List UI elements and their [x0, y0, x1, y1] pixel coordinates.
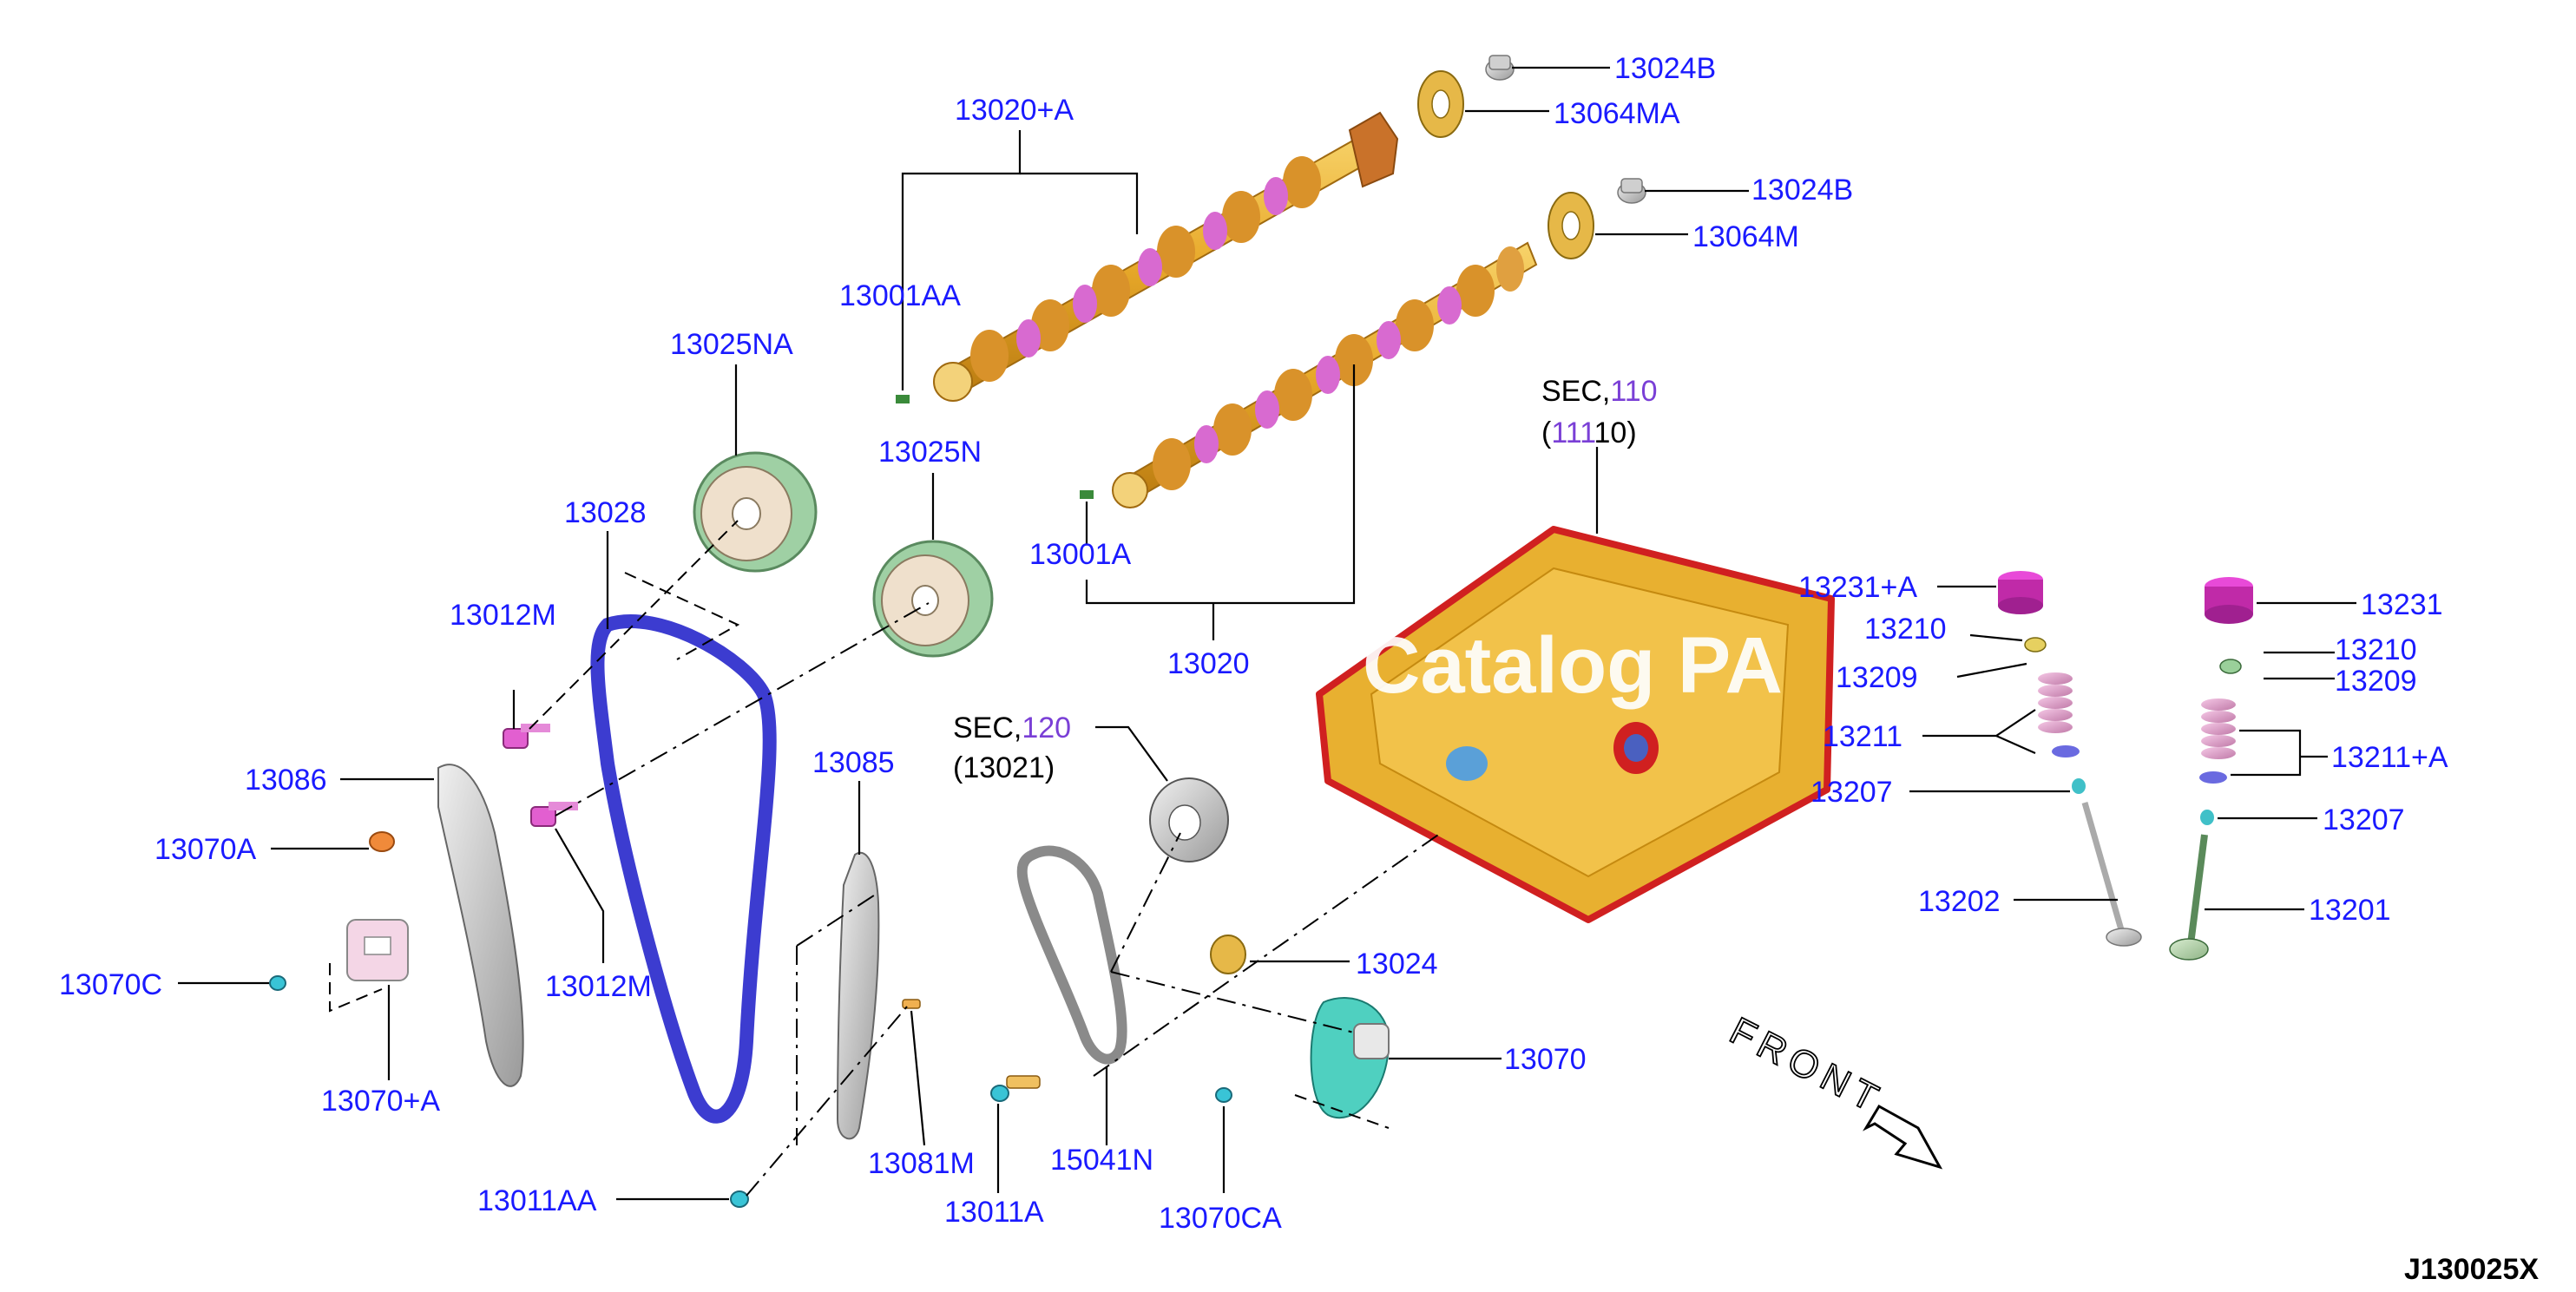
- label-13025na: 13025NA: [670, 328, 793, 361]
- pin-13001a-shape: [1080, 490, 1094, 499]
- label-13209-b: 13209: [2335, 665, 2417, 698]
- label-13086: 13086: [245, 764, 327, 797]
- sec120-sub: (13021): [953, 751, 1055, 784]
- bolt-13011a-shank-shape: [1006, 1075, 1041, 1089]
- sec120-number: 120: [1022, 712, 1071, 744]
- label-13001a: 13001A: [1029, 538, 1132, 571]
- leader-lines: [178, 66, 2356, 1201]
- crank-sprocket-13021-shape: [1149, 777, 1229, 862]
- plate-13064ma-shape: [1417, 70, 1464, 138]
- label-13207-b: 13207: [2323, 803, 2405, 836]
- svg-text:SEC,110: SEC,110: [1541, 375, 1658, 408]
- valve-lifter-13231a-shape: [1998, 571, 2043, 614]
- sprocket-13025n-shape: [872, 540, 994, 658]
- part-labels: 13024B 13064MA 13024B 13064M 13020+A 130…: [59, 52, 2448, 1235]
- assembly-lines: [329, 520, 1442, 1197]
- valve-lifter-13231-shape: [2205, 577, 2253, 624]
- sec110-sub-rest: 10): [1594, 416, 1637, 449]
- label-13012m-b: 13012M: [545, 970, 652, 1003]
- label-13210-b: 13210: [2335, 633, 2417, 666]
- bolt-13024b-top-shape: [1485, 55, 1515, 81]
- sec-110-reference: SEC,110 (11110): [1541, 375, 1658, 449]
- label-13202: 13202: [1918, 885, 2001, 918]
- label-13024: 13024: [1356, 948, 1438, 980]
- valve-13202-shape: [2081, 802, 2142, 947]
- label-13028: 13028: [564, 496, 647, 529]
- camshaft-lower-shape: [1112, 241, 1538, 508]
- tensioner-13070-shape: [1310, 997, 1390, 1119]
- label-13012m-a: 13012M: [450, 599, 556, 632]
- label-13024b-b: 13024B: [1751, 174, 1853, 207]
- bolt-13070ca-shape: [1215, 1087, 1232, 1103]
- label-13211: 13211: [1823, 720, 1902, 753]
- bolt-13011aa-shape: [730, 1190, 749, 1208]
- chain-guide-13085-shape: [836, 852, 880, 1140]
- label-13085: 13085: [812, 746, 895, 779]
- seal-13207-right-shape: [2200, 810, 2214, 825]
- label-15041n: 15041N: [1050, 1144, 1153, 1177]
- label-13070a: 13070A: [154, 833, 257, 866]
- label-13070: 13070: [1504, 1043, 1587, 1076]
- sec-120-reference: SEC,120 (13021): [953, 712, 1071, 784]
- spring-13211a-shape: [2199, 698, 2236, 784]
- bolt-13070c-shape: [269, 975, 286, 991]
- bolt-13012m-lower-shape: [530, 802, 578, 827]
- front-direction-indicator: FRONT: [1723, 1008, 1943, 1170]
- label-13070ca: 13070CA: [1159, 1202, 1282, 1235]
- bolt-13012m-upper-shape: [503, 724, 550, 749]
- svg-text:SEC,120: SEC,120: [953, 712, 1071, 744]
- pin-13001aa-shape: [896, 395, 910, 403]
- sec120-prefix: SEC,: [953, 712, 1022, 744]
- label-13064m: 13064M: [1692, 220, 1799, 253]
- label-13209-a: 13209: [1836, 661, 1918, 694]
- oil-pump-chain-15041n-shape: [1016, 845, 1127, 1065]
- sec110-sub-highlight: 111: [1551, 416, 1595, 449]
- sprocket-13024-shape: [1210, 935, 1246, 974]
- label-13070-a-plus: 13070+A: [321, 1085, 440, 1118]
- sprocket-13025na-shape: [693, 451, 818, 573]
- retainer-13209-left-shape: [2024, 637, 2047, 653]
- front-label: FRONT: [1723, 1009, 1890, 1123]
- label-13020-a: 13020+A: [955, 94, 1074, 127]
- valve-13201-shape: [2169, 834, 2209, 961]
- label-13211-a: 13211+A: [2331, 741, 2448, 774]
- label-13070c: 13070C: [59, 968, 162, 1001]
- diagram-code: J130025X: [2404, 1253, 2539, 1286]
- front-arrow-icon: [1863, 1104, 1943, 1170]
- label-13001aa: 13001AA: [839, 279, 961, 312]
- label-13020: 13020: [1167, 647, 1250, 680]
- bolt-13070a-shape: [369, 831, 395, 852]
- label-13231: 13231: [2361, 588, 2443, 621]
- watermark-text: Catalog PA: [1363, 621, 1783, 710]
- sec110-prefix: SEC,: [1541, 375, 1610, 408]
- label-13064ma: 13064MA: [1554, 97, 1680, 130]
- camshaft-upper-shape: [933, 111, 1399, 402]
- label-13231-a: 13231+A: [1798, 571, 1917, 604]
- timing-chain-13028-shape: [590, 614, 777, 1124]
- svg-text:(11110): (11110): [1541, 416, 1637, 449]
- label-13201: 13201: [2309, 894, 2391, 927]
- label-13025n: 13025N: [878, 436, 982, 469]
- label-13011a: 13011A: [944, 1196, 1044, 1229]
- label-13011aa: 13011AA: [477, 1184, 597, 1217]
- tensioner-13070a-plus-shape: [346, 919, 409, 981]
- front-cover-sec110-shape: [1316, 526, 1835, 923]
- sec110-number: 110: [1610, 375, 1657, 408]
- sec110-sub-open: (: [1541, 416, 1552, 449]
- bolt-13011a-shape: [990, 1085, 1009, 1102]
- retainer-13209-right-shape: [2219, 659, 2242, 674]
- seal-13207-left-shape: [2072, 778, 2086, 794]
- spring-13211-shape: [2038, 672, 2080, 757]
- label-13081m: 13081M: [868, 1147, 975, 1180]
- pin-13081m-shape: [902, 999, 921, 1009]
- label-13024b-a: 13024B: [1614, 52, 1716, 85]
- plate-13064m-shape: [1548, 192, 1594, 259]
- label-13210-a: 13210: [1864, 613, 1947, 646]
- chain-guide-13086-shape: [437, 764, 524, 1087]
- label-13207-a: 13207: [1810, 776, 1893, 809]
- bolt-13024b-second-shape: [1617, 178, 1646, 204]
